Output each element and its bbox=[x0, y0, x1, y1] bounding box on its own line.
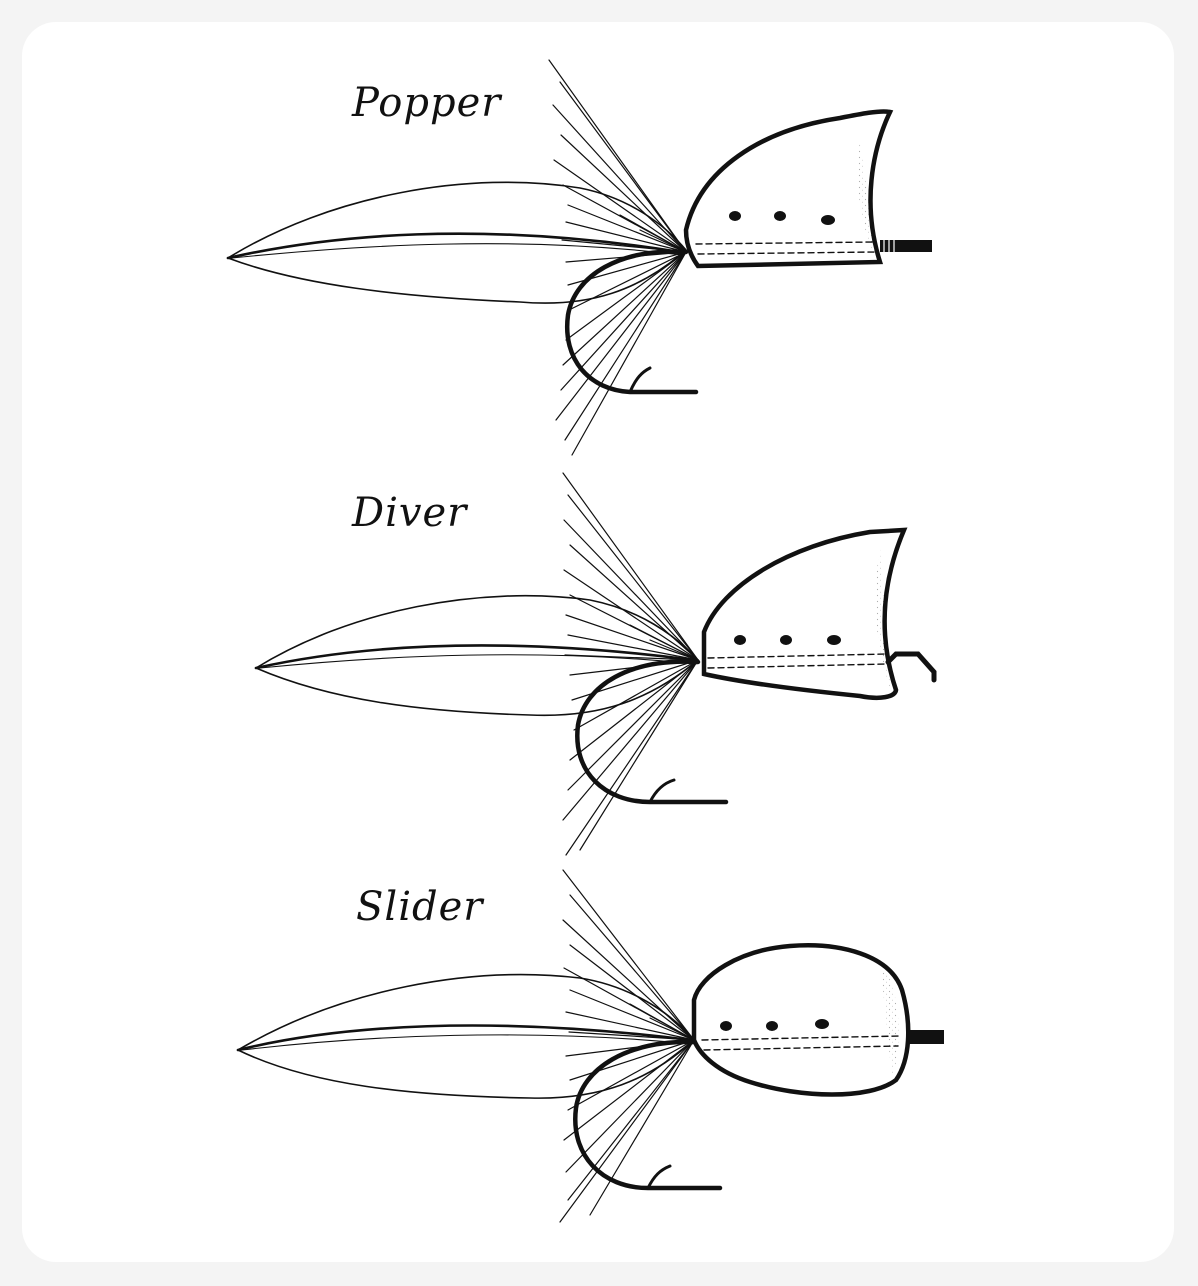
slider-head-icon bbox=[691, 943, 911, 1097]
diver-hook bbox=[575, 659, 729, 805]
popper-hook bbox=[564, 249, 699, 395]
popper-fly bbox=[226, 59, 932, 456]
popper-head-icon bbox=[683, 109, 894, 269]
slider-hackle bbox=[559, 869, 695, 1223]
slider-hook bbox=[573, 1039, 723, 1191]
diver-head-icon bbox=[701, 527, 908, 700]
diver-fly bbox=[254, 472, 937, 856]
diver-label: Diver bbox=[352, 490, 468, 536]
popper-label: Popper bbox=[352, 80, 502, 126]
slider-label: Slider bbox=[356, 884, 484, 930]
slider-fly bbox=[236, 869, 944, 1223]
diver-hackle bbox=[562, 472, 699, 856]
